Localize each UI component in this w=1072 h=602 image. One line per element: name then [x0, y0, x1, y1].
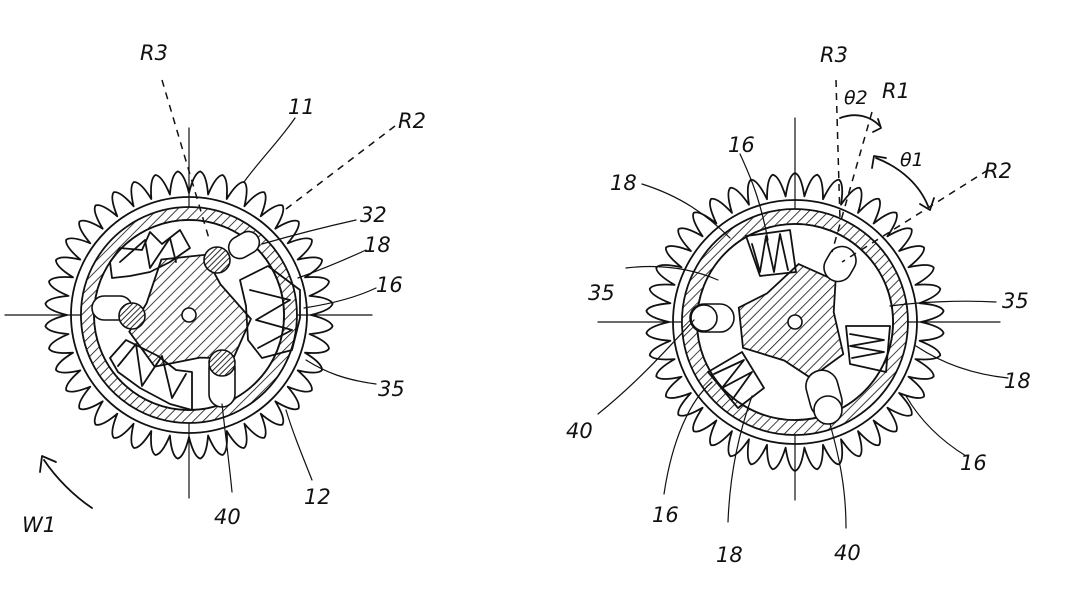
right-label-40-left: 40 [566, 419, 593, 443]
left-spring-top [109, 229, 191, 279]
left-label-r3: R3 [140, 41, 168, 65]
right-roller-end-bottom [813, 395, 843, 425]
left-label-16: 16 [376, 273, 403, 297]
right-label-theta2: θ2 [844, 87, 868, 109]
left-figure: R3 R2 11 32 18 16 35 12 40 W1 [4, 41, 426, 537]
right-leader-35-left [625, 265, 719, 281]
right-label-r1: R1 [882, 79, 910, 103]
right-theta1-arrowhead-b [919, 197, 935, 211]
right-label-35-left: 35 [588, 281, 615, 305]
left-label-12: 12 [304, 485, 331, 509]
left-roller-end-left [118, 302, 146, 330]
left-leader-40 [221, 403, 233, 493]
right-label-16-right: 16 [960, 451, 987, 475]
left-roller-32 [227, 230, 261, 260]
left-leader-11 [243, 117, 296, 183]
left-roller-end-32 [203, 246, 231, 274]
right-leader-18-bottom [727, 395, 753, 523]
left-leader-35 [305, 359, 377, 385]
left-roller-group [91, 230, 261, 408]
left-label-w1: W1 [22, 513, 56, 537]
right-spring-right-zigzag [849, 333, 885, 359]
right-leader-18-top [641, 183, 731, 239]
left-leader-12 [285, 409, 313, 481]
right-spring-top-zigzag [751, 233, 789, 273]
right-leader-35-right [889, 300, 997, 307]
left-spring-bottom [109, 339, 193, 411]
right-label-16-top: 16 [728, 133, 755, 157]
left-leader-18 [297, 249, 367, 279]
right-label-35-right: 35 [1002, 289, 1029, 313]
left-label-40: 40 [214, 505, 241, 529]
left-r3-line [161, 79, 211, 243]
right-hub-bore [787, 314, 803, 330]
right-r3-line [835, 79, 841, 221]
left-leader-16 [303, 287, 377, 309]
left-leader-32 [261, 219, 357, 245]
right-label-40-bottom: 40 [834, 541, 861, 565]
right-leader-40-left [597, 319, 695, 415]
right-label-18-right: 18 [1004, 369, 1031, 393]
right-leader-40-bottom [829, 423, 847, 529]
right-leader-16-right [905, 395, 967, 457]
left-gear-ring-11 [44, 170, 334, 460]
right-roller-group [689, 245, 857, 425]
right-gear-inner-edge [672, 199, 918, 445]
left-label-32: 32 [360, 203, 387, 227]
left-rotation-arrowhead [39, 455, 57, 473]
right-r2-line [841, 169, 989, 263]
right-theta1-arrowhead-a [871, 155, 887, 169]
right-gear-ring [645, 172, 945, 472]
left-label-11: 11 [288, 95, 315, 119]
left-spring-top-zigzag [119, 237, 177, 269]
right-label-16-bottom: 16 [652, 503, 679, 527]
left-label-18: 18 [364, 233, 391, 257]
right-leader-16-bottom [663, 381, 713, 495]
left-label-35: 35 [378, 377, 405, 401]
right-label-r3: R3 [820, 43, 848, 67]
left-hub-bore [181, 307, 197, 323]
right-label-r2: R2 [984, 159, 1012, 183]
right-spring-top [745, 229, 797, 277]
right-spring-right [845, 325, 891, 373]
right-spring-bottom-zigzag [713, 359, 753, 401]
right-roller-top [823, 245, 857, 283]
right-theta1-arc [875, 157, 929, 207]
right-spring-bottom [707, 351, 765, 409]
left-spring-right-zigzag [249, 289, 293, 349]
left-rotation-arrow [43, 459, 93, 509]
right-theta2-arc [839, 114, 881, 127]
right-leader-16-top [739, 153, 769, 241]
right-roller-end-left [690, 304, 718, 332]
right-spring-group [707, 229, 891, 409]
left-spring-right [239, 265, 301, 359]
left-r2-line [281, 125, 396, 213]
right-label-theta1: θ1 [900, 149, 924, 171]
right-figure: R3 R1 θ2 θ1 R2 16 18 35 35 18 40 16 16 1… [566, 43, 1031, 567]
right-theta2-arrowhead [872, 118, 882, 133]
left-gear-inner-edge [70, 196, 308, 434]
right-label-18-bottom: 18 [716, 543, 743, 567]
left-roller-end-40 [208, 349, 236, 377]
left-label-r2: R2 [398, 109, 426, 133]
left-spring-bottom-zigzag [117, 343, 187, 399]
right-label-18-top: 18 [610, 171, 637, 195]
right-leader-18-right [915, 345, 1009, 379]
right-r1-line [831, 111, 873, 253]
left-spring-group [109, 229, 301, 411]
